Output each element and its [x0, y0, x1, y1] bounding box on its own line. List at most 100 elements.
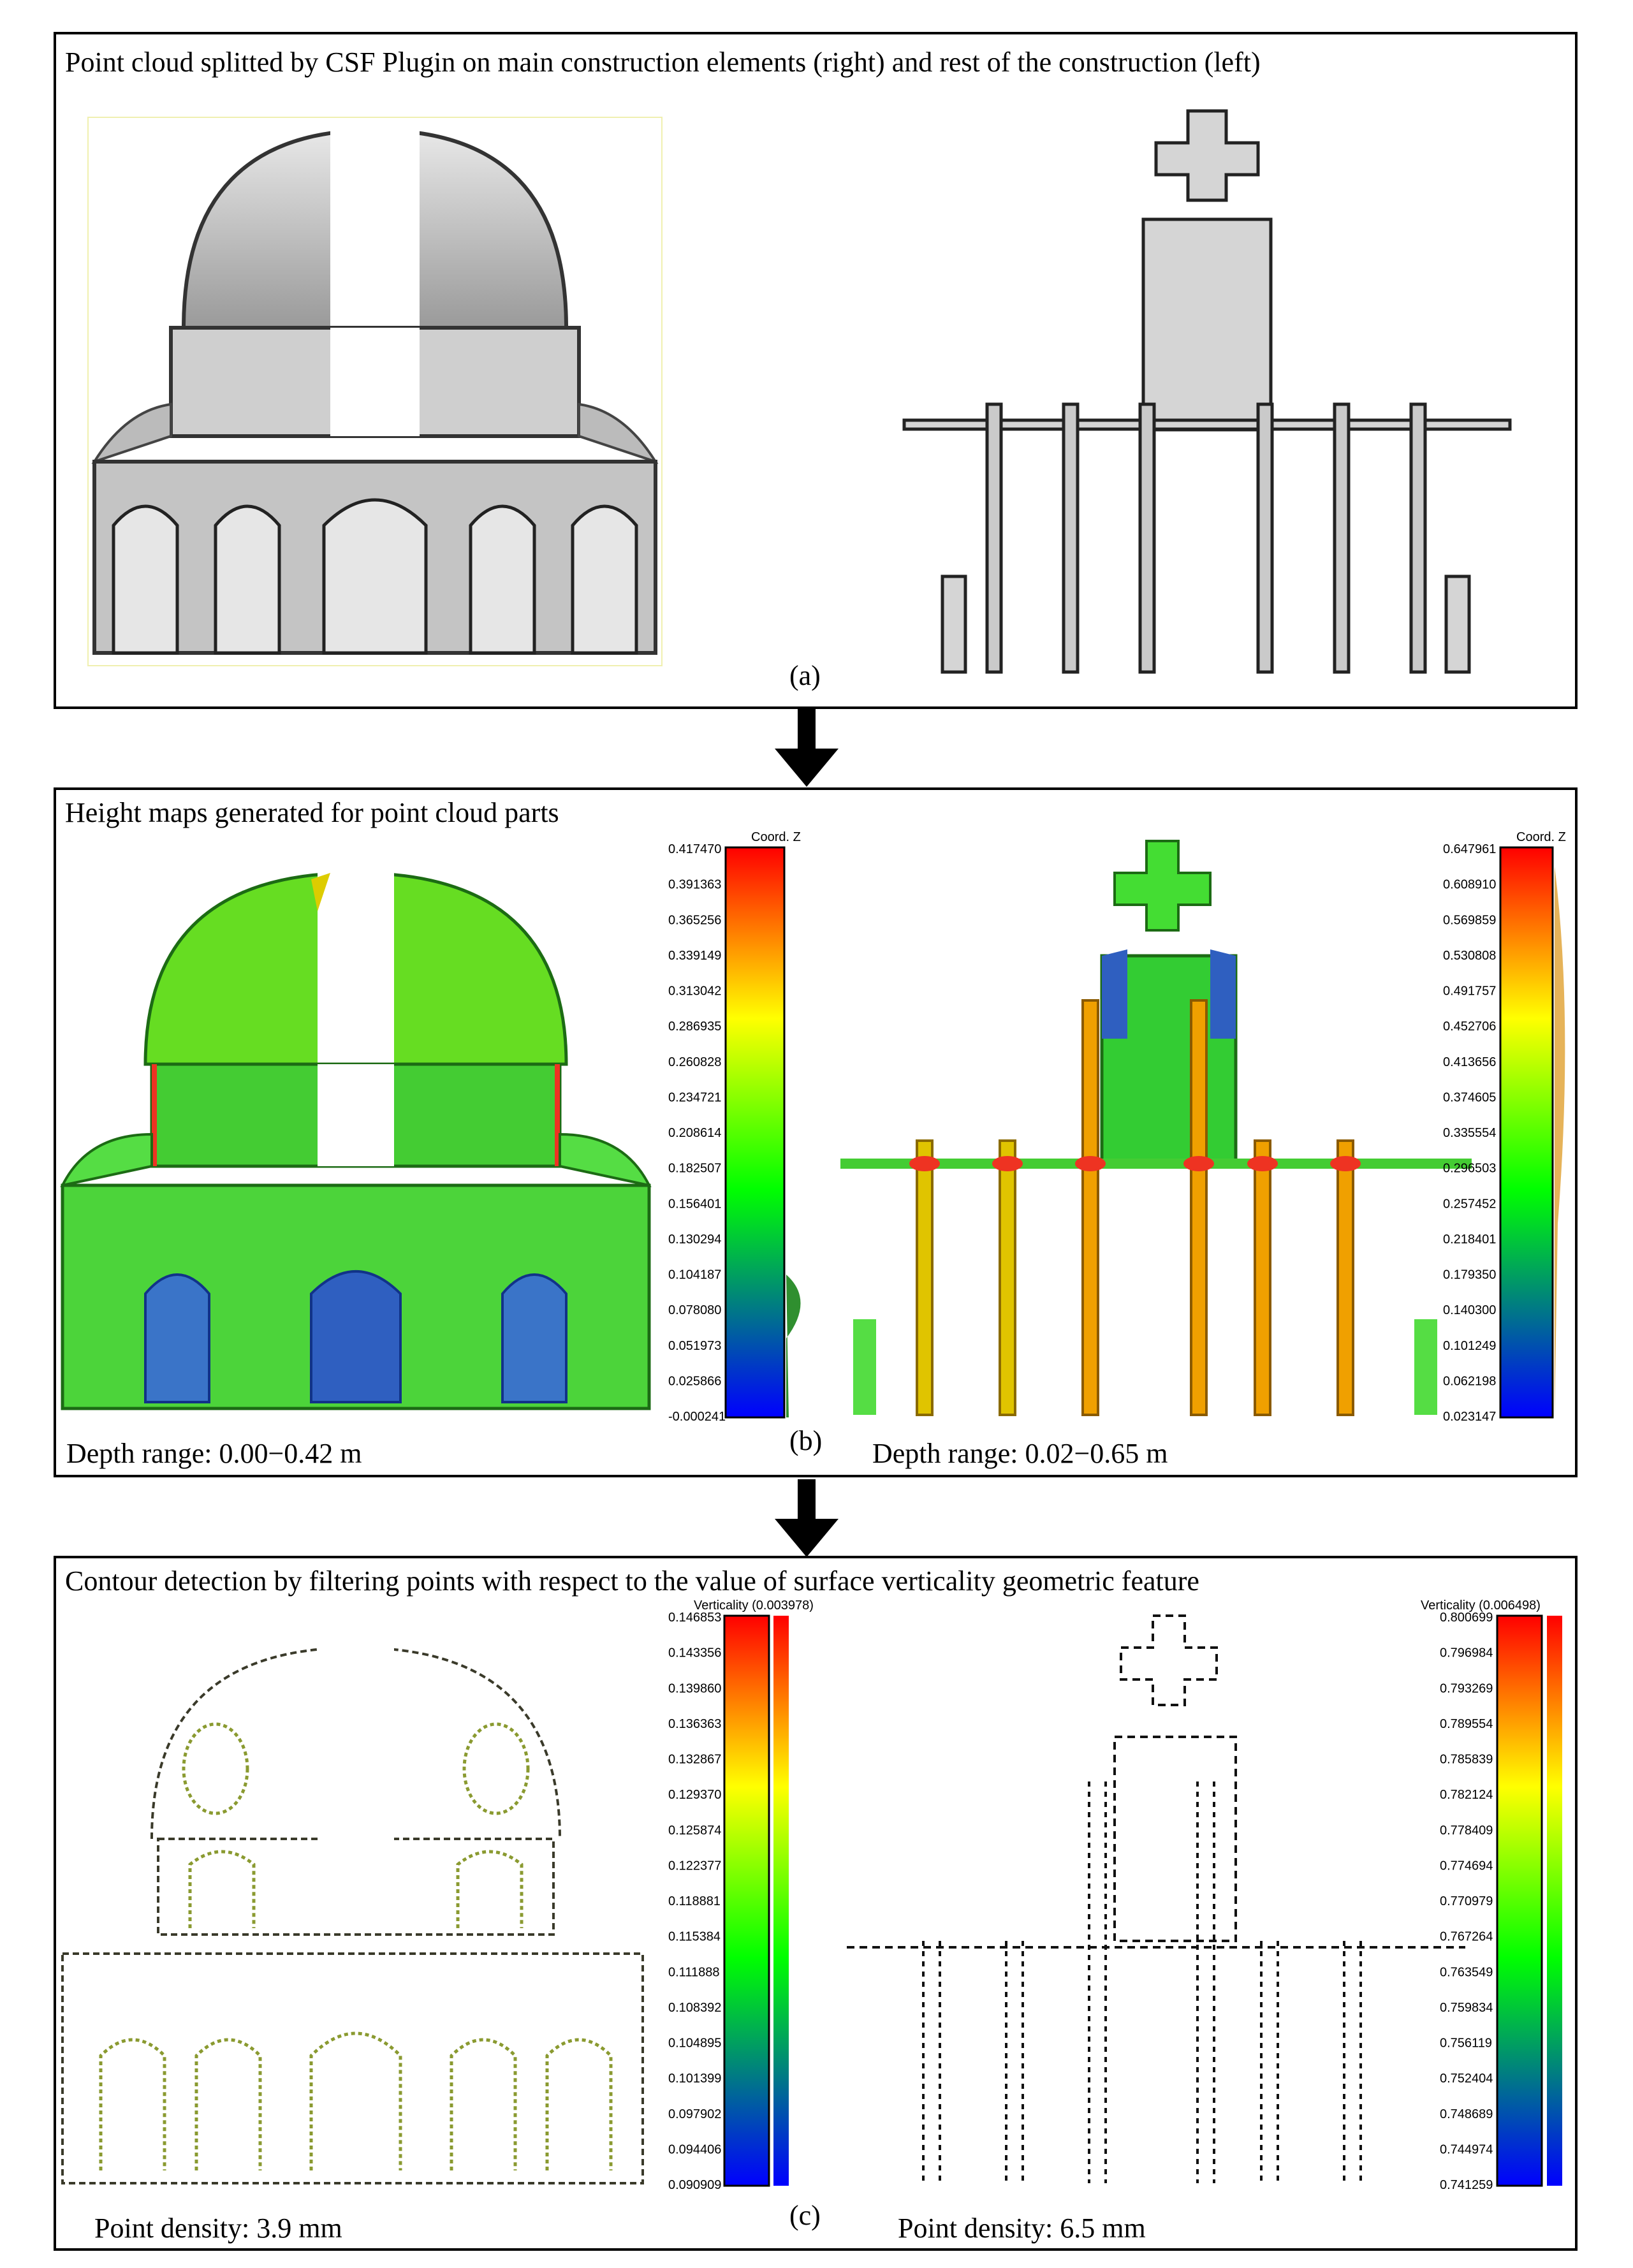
panel-c-left-scale-tick: 0.139860: [668, 1681, 721, 1695]
arrow-b-to-c: [775, 1479, 838, 1557]
panel-c-right-scale-tick: 0.756119: [1440, 2037, 1492, 2051]
panel-b-right-scale-tick: 0.257452: [1443, 1197, 1496, 1211]
panel-c-right-scale-tick: 0.759834: [1440, 2001, 1493, 2015]
panel-c-right-scale-tick: 0.767264: [1440, 1930, 1493, 1944]
panel-b-right-colorscale: Coord. Z 0.647961 0.608910 0.569859 0.53080…: [1443, 830, 1566, 1424]
panel-a-title: Point cloud splitted by CSF Plugin on ma…: [65, 47, 1261, 78]
panel-b-right-scale-tick: 0.491757: [1443, 984, 1496, 999]
panel-b-left-scale-tick: 0.260828: [668, 1055, 721, 1069]
panel-b-left-scale-tick: 0.078080: [668, 1303, 721, 1317]
panel-c-right-scale-tick: 0.748689: [1440, 2107, 1493, 2121]
panel-b-left-scale-tick: 0.051973: [668, 1339, 721, 1353]
panel-c-label: (c): [789, 2200, 821, 2231]
panel-b-left-scale-tick: 0.130294: [668, 1233, 721, 1247]
panel-c: Contour detection by filtering points wi…: [54, 1556, 1578, 2251]
panel-c-right-scale-tick: 0.744974: [1440, 2142, 1493, 2156]
panel-c-left-scale-tick: 0.108392: [668, 2001, 721, 2015]
panel-b-left-scale-bar: [724, 846, 786, 1419]
panel-c-left-scale-tick: 0.111888: [668, 1965, 719, 1979]
panel-b-right-scale-title: Coord. Z: [1516, 830, 1566, 844]
panel-b-left-scale-tick: 0.025866: [668, 1374, 721, 1388]
panel-b-right-heightmap: [840, 840, 1472, 1416]
panel-c-left-scale-tick: 0.125874: [668, 1824, 721, 1838]
panel-b-right-scale-bar: [1499, 846, 1554, 1419]
panel-b-right-scale-tick: 0.296503: [1443, 1162, 1496, 1176]
panel-b-right-scale-tick: 0.062198: [1443, 1374, 1496, 1388]
panel-c-left-scale-tick: 0.146853: [668, 1611, 721, 1625]
panel-b-right-scale-tick: 0.023147: [1443, 1410, 1496, 1424]
panel-c-left-scale-tick: 0.118881: [668, 1894, 721, 1908]
panel-c-left-scale-tick: 0.122377: [668, 1859, 721, 1873]
panel-c-left-scale-tick: 0.090909: [668, 2178, 721, 2192]
panel-a: Point cloud splitted by CSF Plugin on ma…: [54, 32, 1578, 709]
panel-c-left-scale-tick: 0.115384: [668, 1930, 721, 1944]
panel-b-left-scale-tick: 0.286935: [668, 1020, 721, 1034]
panel-b-right-scale-tick: 0.218401: [1443, 1233, 1496, 1247]
panel-c-left-scale-tick: 0.094406: [668, 2142, 721, 2156]
panel-b-right-scale-tick: 0.530808: [1443, 949, 1496, 963]
panel-c-left-contours: [61, 1635, 644, 2184]
panel-c-right-note: Point density: 6.5 mm: [898, 2213, 1146, 2244]
panel-b-right-scale-tick: 0.101249: [1443, 1339, 1496, 1353]
panel-c-left-note: Point density: 3.9 mm: [94, 2213, 342, 2244]
panel-c-left-scale-bar: [723, 1614, 770, 2187]
panel-b-right-scale-tick: 0.179350: [1443, 1268, 1496, 1282]
panel-c-right-scale-tick: 0.796984: [1440, 1646, 1493, 1660]
panel-b-right-scale-tick: 0.647961: [1443, 842, 1496, 856]
panel-c-title: Contour detection by filtering points wi…: [65, 1565, 1199, 1597]
panel-c-right-scale-tick: 0.763549: [1440, 1965, 1493, 1979]
panel-c-right-scale-tick: 0.782124: [1440, 1788, 1493, 1802]
panel-b-right-scale-tick: 0.452706: [1443, 1020, 1496, 1034]
panel-b-left-scale-tick: 0.234721: [668, 1090, 721, 1104]
panel-b-left-colorscale: Coord. Z 0.417470 0.391363 0.365256 0.33914…: [668, 830, 801, 1424]
panel-b-left-scale-tick: 0.208614: [668, 1126, 721, 1140]
panel-b-right-scale-tick: 0.608910: [1443, 878, 1496, 892]
panel-b: Height maps generated for point cloud pa…: [54, 787, 1578, 1477]
panel-c-left-scale-tick: 0.097902: [668, 2107, 721, 2121]
panel-b-right-scale-tick: 0.569859: [1443, 913, 1496, 927]
panel-c-right-scale-tick: 0.793269: [1440, 1681, 1493, 1695]
panel-b-right-scale-tick: 0.140300: [1443, 1303, 1496, 1317]
panel-b-left-scale-tick: 0.339149: [668, 949, 721, 963]
panel-c-left-scale-title: Verticality (0.003978): [694, 1599, 814, 1613]
panel-b-left-heightmap: [60, 867, 652, 1410]
panel-b-left-scale-tick: 0.313042: [668, 984, 721, 999]
panel-b-left-scale-tick: 0.365256: [668, 913, 721, 927]
panel-c-left-scale-tick: 0.143356: [668, 1646, 721, 1660]
panel-b-left-scale-tick: 0.417470: [668, 842, 721, 856]
panel-b-left-scale-title: Coord. Z: [751, 830, 801, 844]
panel-c-right-scale-tick: 0.741259: [1440, 2178, 1493, 2192]
arrow-a-to-b: [775, 709, 838, 787]
panel-b-left-scale-tick: 0.104187: [668, 1268, 721, 1282]
panel-b-left-scale-tick: 0.391363: [668, 878, 721, 892]
panel-c-right-scale-tick: 0.800699: [1440, 1611, 1493, 1625]
panel-a-left-pointcloud: [87, 117, 663, 666]
panel-c-left-scale-tick: 0.136363: [668, 1717, 721, 1731]
panel-c-right-scale-tick: 0.752404: [1440, 2072, 1493, 2086]
panel-b-title: Height maps generated for point cloud pa…: [65, 797, 559, 828]
panel-c-left-scale-tick: 0.129370: [668, 1788, 721, 1802]
panel-c-right-scale-tick: 0.789554: [1440, 1717, 1493, 1731]
panel-c-right-scale-tick: 0.778409: [1440, 1824, 1493, 1838]
panel-c-right-colorscale: Verticality (0.006498) 0.800699 0.796984 0…: [1421, 1599, 1562, 2192]
panel-b-label: (b): [789, 1425, 823, 1456]
panel-a-label: (a): [789, 660, 821, 691]
panel-b-left-scale-tick: 0.182507: [668, 1162, 721, 1176]
panel-c-right-scale-title: Verticality (0.006498): [1421, 1599, 1541, 1613]
panel-c-right-scale-tick: 0.770979: [1440, 1894, 1493, 1908]
panel-c-left-colorscale: Verticality (0.003978) 0.146853 0.143356 0…: [668, 1599, 814, 2192]
panel-b-left-scale-tick: 0.156401: [668, 1197, 721, 1211]
panel-c-right-scale-tick: 0.774694: [1440, 1859, 1493, 1873]
panel-c-left-scale-tick: 0.132867: [668, 1753, 721, 1767]
panel-b-left-scale-tick: -0.000241: [668, 1410, 726, 1424]
panel-c-left-scale-tick: 0.101399: [668, 2072, 721, 2086]
panel-c-right-scale-bar: [1496, 1614, 1543, 2187]
panel-b-right-scale-tick: 0.413656: [1443, 1055, 1496, 1069]
panel-c-right-contours: [847, 1614, 1465, 2183]
panel-b-left-note: Depth range: 0.00−0.42 m: [66, 1438, 362, 1469]
panel-a-right-pointcloud: [902, 109, 1512, 674]
panel-b-right-scale-tick: 0.374605: [1443, 1090, 1496, 1104]
panel-c-left-scale-tick: 0.104895: [668, 2037, 721, 2051]
panel-b-right-scale-tick: 0.335554: [1443, 1126, 1496, 1140]
panel-b-right-note: Depth range: 0.02−0.65 m: [872, 1438, 1168, 1469]
